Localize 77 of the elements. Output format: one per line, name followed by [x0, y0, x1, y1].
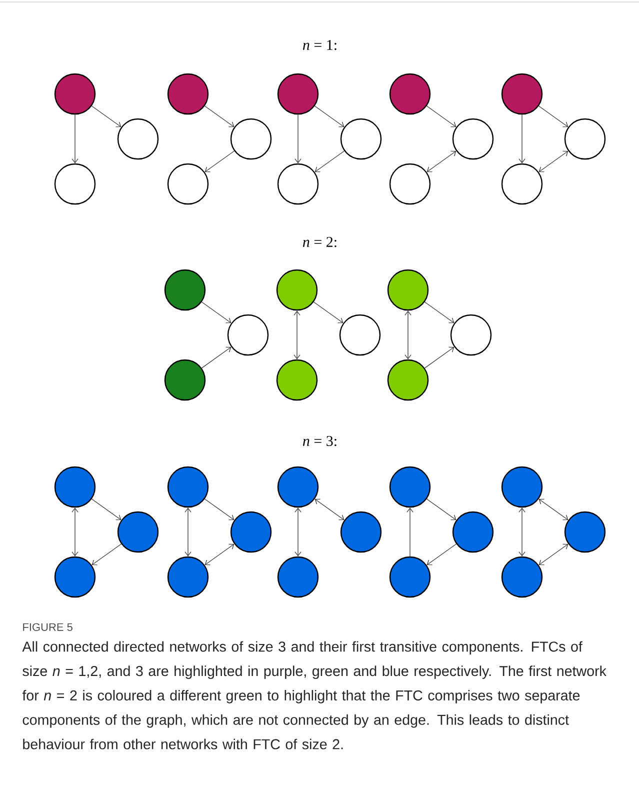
arrow: [294, 114, 302, 164]
network-node: [54, 466, 96, 508]
network-node: [117, 118, 159, 160]
arrow: [313, 302, 344, 324]
arrow: [204, 498, 234, 520]
row-heading: n = 2:: [302, 236, 336, 248]
network-node: [167, 163, 209, 205]
network-node: [227, 314, 269, 356]
arrow: [538, 498, 568, 520]
arrow: [426, 544, 457, 566]
network-node: [387, 269, 429, 311]
network-node: [501, 163, 543, 205]
arrow: [538, 544, 568, 566]
arrow: [91, 106, 122, 128]
arrow: [314, 498, 344, 520]
arrow: [518, 114, 526, 164]
arrow: [426, 498, 456, 520]
network-node: [277, 73, 319, 115]
arrow: [538, 106, 568, 128]
network-node: [564, 118, 606, 160]
arrow: [424, 346, 454, 368]
arrow: [184, 508, 192, 556]
row-heading: n = 1:: [302, 40, 336, 50]
arrow: [92, 544, 122, 566]
arrow: [404, 310, 412, 360]
network-node: [452, 511, 494, 553]
arrow: [201, 346, 232, 368]
arrow: [424, 302, 454, 324]
network-node: [117, 511, 159, 553]
network-node: [389, 556, 431, 598]
arrow: [538, 150, 568, 172]
arrow: [294, 310, 300, 360]
network-node: [340, 511, 382, 553]
arrow: [406, 508, 414, 557]
network-node: [277, 466, 319, 508]
network-node: [164, 359, 206, 401]
network-node: [340, 118, 382, 160]
network-node: [54, 163, 96, 205]
network-node: [450, 314, 492, 356]
arrow: [204, 106, 234, 128]
arrow: [426, 150, 456, 172]
network-node: [230, 118, 272, 160]
network-node: [54, 556, 96, 598]
arrow: [314, 106, 344, 128]
arrow: [314, 150, 345, 172]
arrow: [72, 114, 78, 164]
caption: All connected directed networks of size 3 and their first transitive components. FTCs of size n = 1,2, and 3 are highlighted in purple, green and blue respectively. The first network for n = 2 is coloured a different green to highlight that the FTC comprises two separate components of the graph, which are not connected by an edge. This leads to distinct behaviour from other networks with FTC of size 2.: [22, 641, 606, 750]
network-node: [564, 511, 606, 553]
network-node: [387, 359, 429, 401]
arrow: [294, 508, 302, 556]
network-node: [276, 359, 318, 401]
network-node: [501, 556, 543, 598]
network-node: [164, 269, 206, 311]
arrow: [426, 106, 456, 128]
network-node: [167, 73, 209, 115]
network-node: [167, 466, 209, 508]
network-node: [276, 269, 318, 311]
arrow: [204, 544, 234, 566]
network-node: [389, 466, 431, 508]
network-node: [167, 556, 209, 598]
network-node: [501, 73, 543, 115]
arrow: [91, 498, 122, 520]
network-node: [389, 163, 431, 205]
network-node: [277, 163, 319, 205]
arrow: [204, 150, 235, 172]
figure-label: FIGURE 5: [23, 623, 72, 631]
arrow: [201, 302, 232, 324]
network-node: [389, 73, 431, 115]
arrow: [518, 508, 526, 556]
network-node: [452, 118, 494, 160]
network-node: [277, 556, 319, 598]
arrow: [72, 508, 78, 556]
network-node: [339, 314, 381, 356]
network-node: [54, 73, 96, 115]
network-node: [230, 511, 272, 553]
network-node: [501, 466, 543, 508]
row-heading: n = 3:: [302, 436, 336, 446]
